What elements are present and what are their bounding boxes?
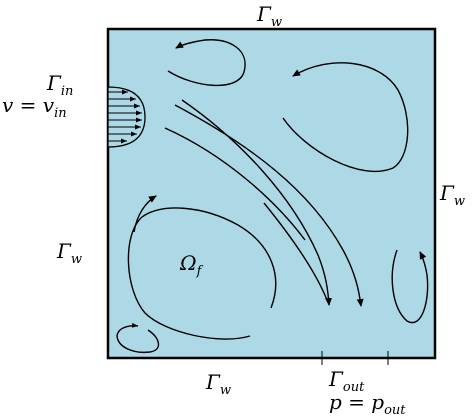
label-fluid-domain: Ωf [179, 251, 204, 279]
jet-streamline-2 [164, 127, 306, 241]
right-eddy-streamline [391, 249, 429, 324]
jet-streamline-3 [174, 104, 364, 307]
vortex-bottom-left-streamline [127, 207, 277, 340]
inlet-profile-arrows [108, 89, 142, 144]
label-top-wall: Γw [256, 2, 282, 30]
label-bottom-wall: Γw [205, 370, 231, 398]
jet-streamline-1 [181, 99, 333, 306]
label-outlet: Γout [328, 367, 365, 395]
fluid-domain [106, 27, 437, 360]
diagonal-streamline [263, 202, 328, 301]
corner-eddy-streamline [116, 322, 160, 354]
label-right-wall: Γw [439, 181, 465, 209]
vortex-top-left-streamline [167, 39, 246, 87]
label-inlet-bc: v = vin [2, 93, 67, 121]
vortex-bottom-left-head [133, 195, 157, 233]
label-inlet: Γin [46, 71, 73, 99]
vortex-top-right-streamline [282, 62, 409, 173]
label-outlet-bc: p = pout [329, 390, 406, 417]
label-left-wall: Γw [56, 239, 82, 267]
outlet-marker [321, 351, 389, 365]
